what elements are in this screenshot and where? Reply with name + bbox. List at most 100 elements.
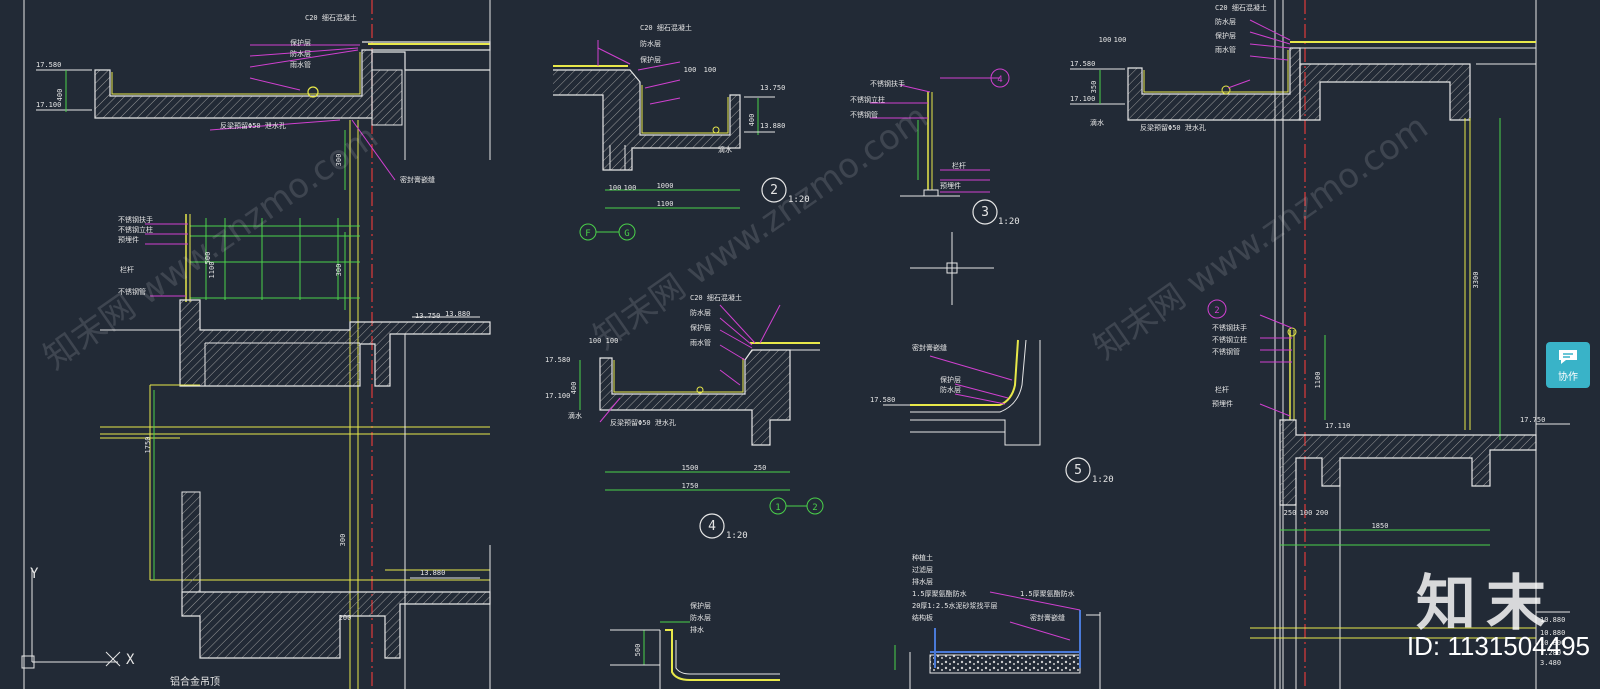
dimension-label: 400 — [570, 382, 578, 395]
axis-bubble-label: 1 — [775, 503, 780, 513]
annotation-note: 预埋件 — [940, 181, 961, 190]
annotation-note: 不锈钢立柱 — [850, 95, 885, 104]
annotation-note: 反梁预留Φ50 泄水孔 — [220, 121, 286, 130]
annotation-note: 不锈钢管 — [850, 110, 878, 119]
axis-bubble-label: 2 — [1214, 306, 1219, 316]
dimension-label: 1750 — [682, 482, 699, 490]
elevation-label: 17.100 — [545, 392, 570, 400]
dimension-label: 400 — [748, 114, 756, 127]
detail-2 — [553, 40, 787, 241]
annotation-note: 保护层 — [690, 323, 711, 332]
elevation-label: 17.100 — [1070, 95, 1095, 103]
annotation-note: 密封膏嵌缝 — [400, 175, 435, 184]
detail-bottom-green-roof — [894, 591, 1101, 689]
elevation-label: 7.280 — [1540, 649, 1561, 657]
annotation-note: 1.5厚聚氨酯防水 — [912, 589, 967, 598]
annotation-note: 防水层 — [940, 385, 961, 394]
detail-3 — [870, 68, 1010, 225]
dimension-label: 300 — [335, 154, 343, 167]
elevation-label: 17.580 — [36, 61, 61, 69]
dimension-label: 100 — [684, 66, 697, 74]
elevation-label: 13.750 — [760, 84, 785, 92]
annotation-note: 保护层 — [1215, 31, 1236, 40]
annotation-note: 保护层 — [690, 601, 711, 610]
dimension-label: 300 — [339, 534, 347, 547]
annotation-note: 栏杆 — [952, 161, 966, 170]
detail-bottom-left — [610, 621, 780, 689]
dimension-label: 300 — [335, 264, 343, 277]
crosshair-cursor — [910, 232, 994, 305]
elevation-label: 17.100 — [36, 101, 61, 109]
detail-number: 4 — [708, 519, 716, 534]
detail-scale: 1:20 — [1092, 475, 1114, 485]
dimension-label: 100 — [589, 337, 602, 345]
collaborate-label: 协作 — [1558, 371, 1578, 383]
annotation-note: 种植土 — [912, 553, 933, 562]
section-right — [1070, 0, 1570, 689]
ucs-axis-icon — [21, 568, 121, 669]
detail-4 — [579, 304, 824, 539]
axis-bubble-label: 4 — [997, 75, 1002, 85]
elevation-label: 17.750 — [1520, 416, 1545, 424]
annotation-note: 栏杆 — [120, 265, 134, 274]
annotation-note: 保护层 — [290, 38, 311, 47]
axis-bubble-label: G — [624, 229, 629, 239]
elevation-label: 17.580 — [1070, 60, 1095, 68]
annotation-note: 不锈钢管 — [1212, 347, 1240, 356]
elevation-label: 17.580 — [545, 356, 570, 364]
elevation-label: 10.880 — [1540, 616, 1565, 624]
detail-scale: 1:20 — [998, 217, 1020, 227]
dimension-label: 100 — [609, 184, 622, 192]
annotation-note: 雨水管 — [290, 60, 311, 69]
annotation-note: 反梁预留Φ50 泄水孔 — [610, 418, 676, 427]
annotation-note: 滴水 — [568, 411, 582, 420]
annotation-note: 滴水 — [718, 145, 732, 154]
elevation-label: 10.880 — [1540, 629, 1565, 637]
annotation-note: 不锈钢扶手 — [870, 79, 905, 88]
dimension-label: 3300 — [1472, 272, 1480, 289]
annotation-note: 雨水管 — [690, 338, 711, 347]
dimension-label: 1000 — [657, 182, 674, 190]
dimension-label: 100 — [1300, 509, 1313, 517]
brand-logo: 知末 — [1416, 569, 1556, 639]
ucs-y-label: Y — [30, 566, 39, 582]
dimension-label: 250 — [1284, 509, 1297, 517]
annotation-note: 防水层 — [1215, 17, 1236, 26]
dimension-label: 100 — [606, 337, 619, 345]
section-left — [36, 0, 491, 689]
annotation-note: 不锈钢立柱 — [118, 225, 153, 234]
annotation-note: C20 细石混凝土 — [690, 293, 742, 302]
elevation-label: 17.110 — [1325, 422, 1350, 430]
elevation-label: 13.880 — [420, 569, 445, 577]
detail-number: 5 — [1074, 463, 1082, 478]
dimension-label: 100 — [1099, 36, 1112, 44]
frame-lines — [23, 0, 1537, 689]
dimension-label: 1100 — [657, 200, 674, 208]
axis-bubble-label: 2 — [812, 503, 817, 513]
annotation-note: 滴水 — [1090, 118, 1104, 127]
annotation-note: 保护层 — [640, 55, 661, 64]
annotation-note: 不锈钢扶手 — [1212, 323, 1247, 332]
detail-scale: 1:20 — [788, 195, 810, 205]
annotation-note: 保护层 — [940, 375, 961, 384]
annotation-note: 排水 — [690, 625, 704, 634]
dimension-label: 500 — [204, 252, 212, 265]
detail-number: 3 — [981, 205, 989, 220]
dimension-label: 400 — [56, 89, 64, 102]
detail-scale: 1:20 — [726, 531, 748, 541]
annotation-note: 不锈钢扶手 — [118, 215, 153, 224]
ucs-x-label: X — [126, 652, 135, 668]
annotation-note: 1.5厚聚氨酯防水 — [1020, 589, 1075, 598]
dimension-label: 200 — [1316, 509, 1329, 517]
title-block-label: 铝合金吊顶 — [170, 675, 220, 688]
dimension-label: 1850 — [1372, 522, 1389, 530]
dimension-label: 100 — [624, 184, 637, 192]
detail-5 — [883, 339, 1091, 483]
axis-bubble-label: F — [585, 229, 590, 239]
collaborate-button[interactable]: 协作 — [1546, 342, 1590, 388]
elevation-label: 13.880 — [445, 310, 470, 318]
dimension-label: 350 — [1090, 81, 1098, 94]
elevation-label: 10.800 — [1540, 639, 1565, 647]
annotation-note: C20 细石混凝土 — [640, 23, 692, 32]
